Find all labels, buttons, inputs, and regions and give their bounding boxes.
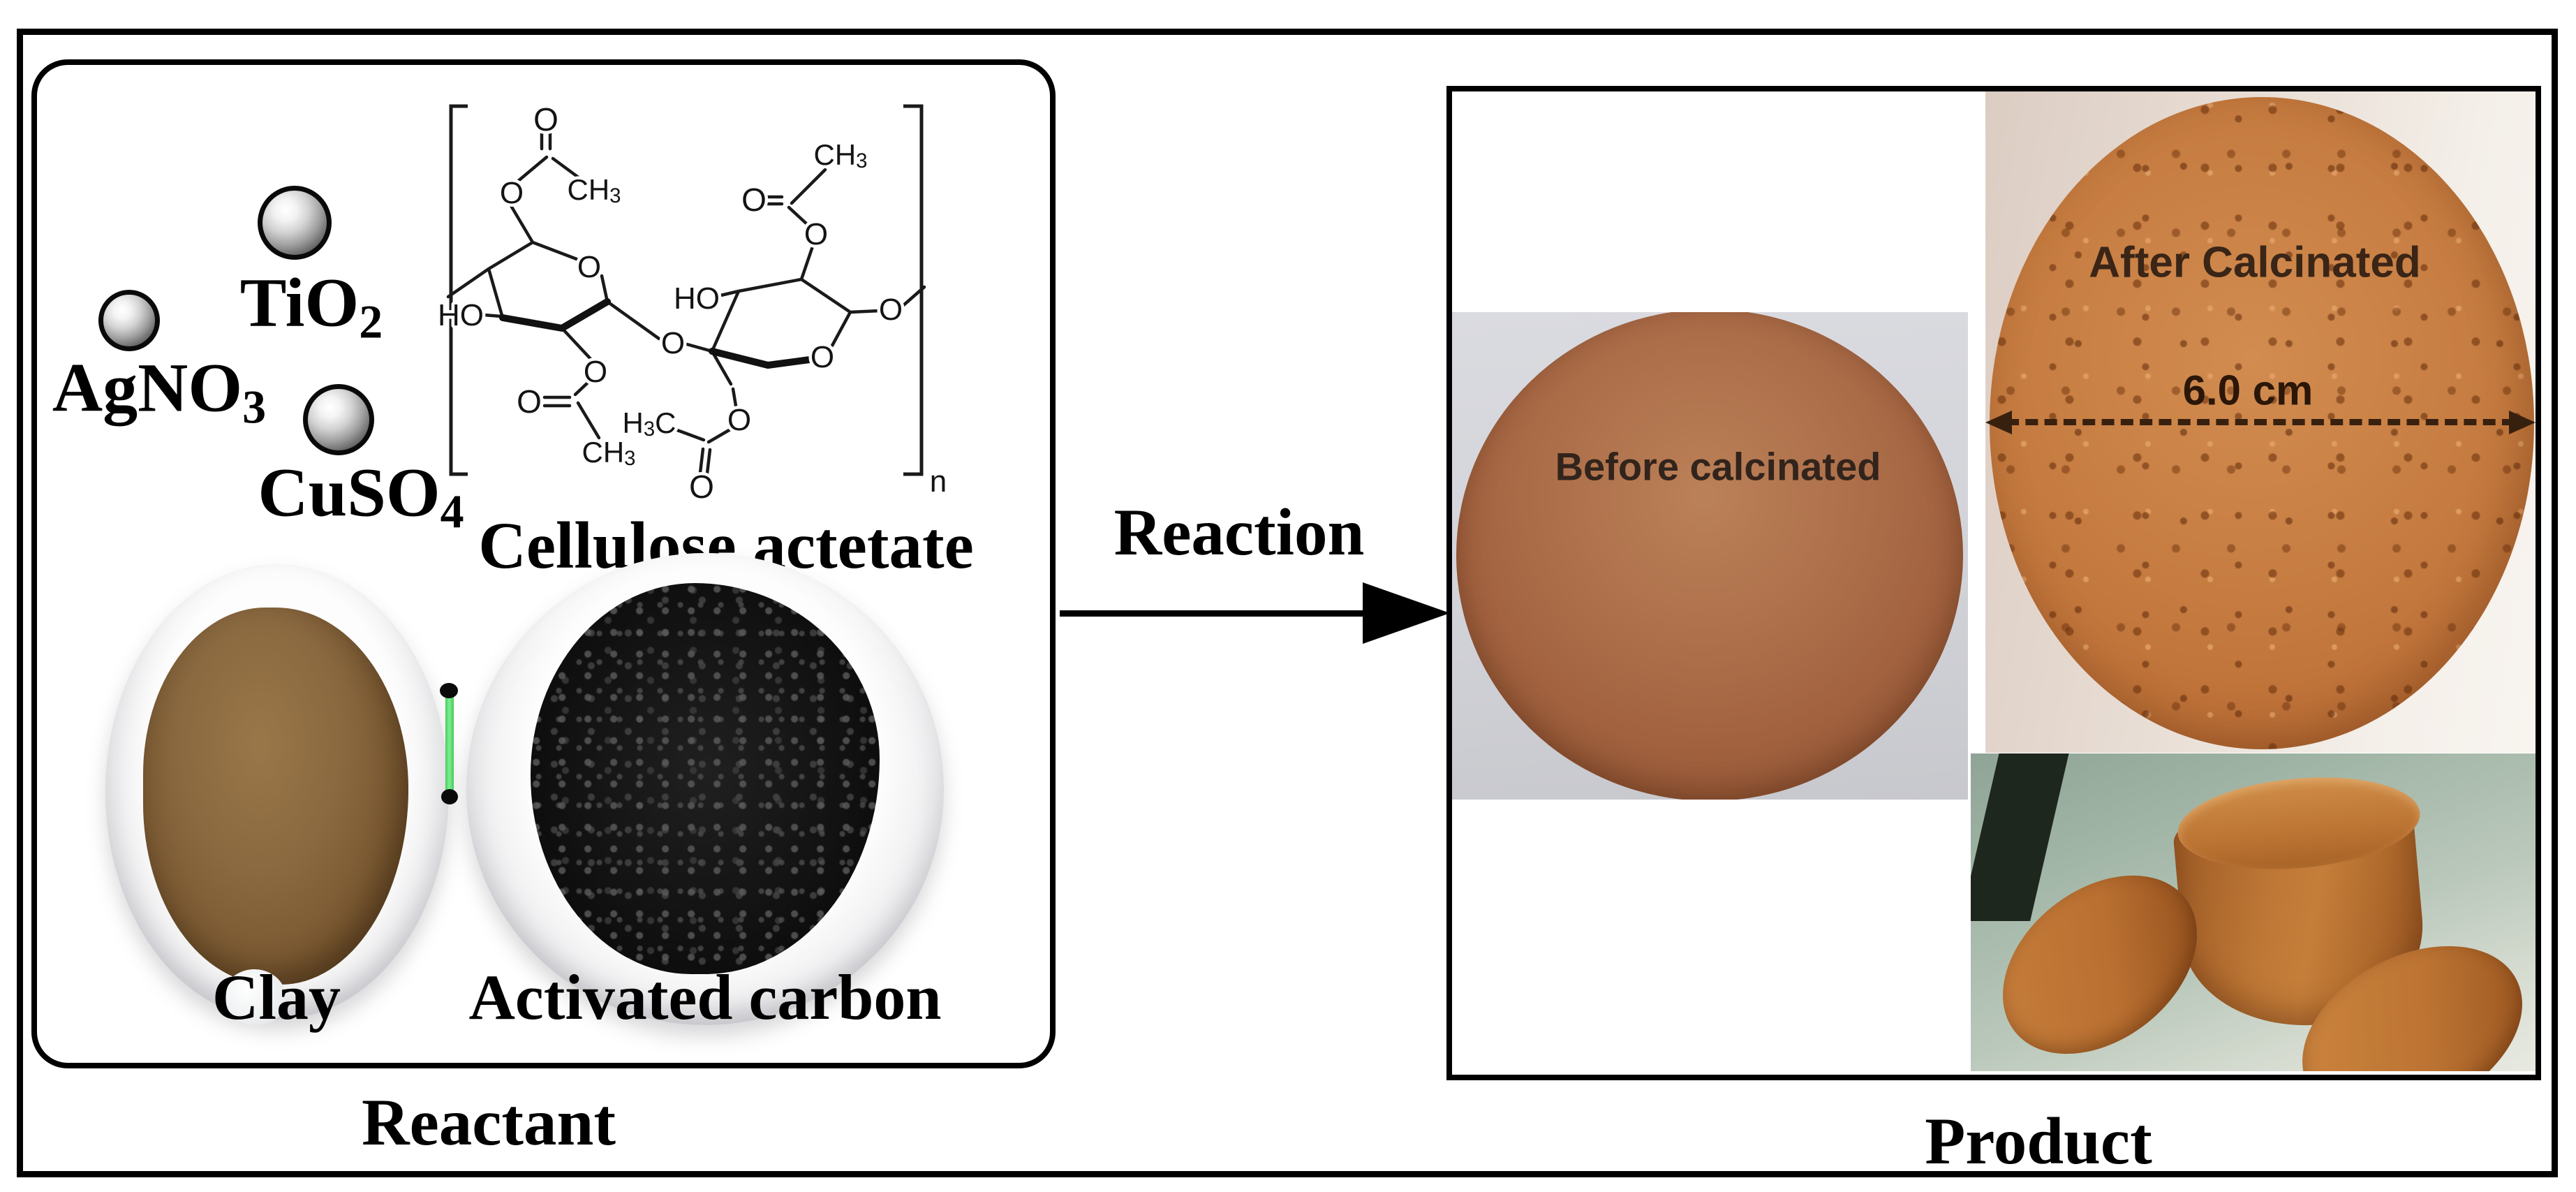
atom-label: O	[500, 176, 524, 210]
after-calcinated-photo: After Calcinated 6.0 cm	[1985, 91, 2536, 753]
connector-cap-top	[440, 683, 458, 698]
atom-label: O	[741, 182, 767, 218]
atom-label: O	[689, 469, 714, 505]
agno3-subscript: 3	[242, 380, 267, 434]
cuso4-formula: CuSO	[258, 453, 441, 531]
reaction-arrow-line	[1060, 610, 1370, 617]
measure-arrowhead-right-icon	[2509, 411, 2536, 434]
white-scoop	[222, 969, 286, 1025]
atom-label: HO	[674, 281, 720, 316]
tio2-formula: TiO	[239, 263, 360, 341]
measure-arrowhead-left-icon	[1985, 411, 2012, 434]
atom-label: O	[879, 293, 903, 327]
background-shadow-band	[1971, 753, 2071, 921]
clay-label: Clay	[212, 962, 341, 1033]
agno3-formula: AgNO	[52, 348, 243, 427]
atom-label: O	[804, 217, 828, 251]
atom-label: O	[577, 250, 601, 284]
before-calcinated-disc	[1456, 312, 1963, 800]
atom-label: CH3	[582, 436, 635, 470]
reactant-section-label: Reactant	[361, 1085, 616, 1159]
product-panel: Before calcinated After Calcinated 6.0 c…	[1446, 86, 2541, 1080]
tio2-sphere-icon	[258, 186, 332, 260]
reaction-label: Reaction	[1113, 495, 1365, 569]
after-calcinated-caption: After Calcinated	[2089, 238, 2421, 287]
atom-label: O	[661, 326, 685, 360]
before-calcinated-photo: Before calcinated	[1452, 312, 1968, 800]
atom-label: O	[533, 101, 558, 138]
product-section-label: Product	[1925, 1104, 2152, 1178]
tio2-label: TiO2	[240, 263, 383, 350]
atom-label: HO	[438, 298, 484, 332]
atom-label: H3C	[622, 406, 676, 441]
reaction-arrow-head-icon	[1363, 582, 1450, 644]
agno3-label: AgNO3	[52, 348, 266, 435]
connector-cap-bottom	[441, 789, 458, 804]
diameter-caption: 6.0 cm	[2182, 367, 2314, 414]
structure-bonds	[446, 131, 926, 476]
tio2-subscript: 2	[359, 295, 383, 348]
before-calcinated-caption: Before calcinated	[1555, 444, 1881, 489]
atom-label: O	[727, 403, 751, 437]
activated-carbon-label: Activated carbon	[468, 962, 942, 1033]
atom-label: CH3	[813, 138, 867, 172]
atom-label: n	[930, 464, 947, 499]
cuso4-subscript: 4	[440, 485, 464, 538]
activated-carbon-pile	[531, 583, 880, 974]
clay-powder	[143, 608, 408, 985]
left-bracket	[449, 104, 468, 476]
atom-label: O	[584, 355, 607, 389]
agno3-sphere-icon	[98, 290, 160, 351]
structure-bold-bonds	[499, 298, 813, 369]
outer-border-frame	[17, 29, 2558, 1177]
cuso4-sphere-icon	[303, 384, 374, 455]
atom-label: O	[810, 340, 834, 374]
clay-cylinders-photo	[1971, 753, 2536, 1071]
atom-label: CH3	[567, 173, 621, 207]
measure-dashed-line	[2006, 419, 2515, 425]
atom-label: O	[517, 383, 542, 420]
green-connector-line	[445, 691, 454, 796]
cuso4-label: CuSO4	[258, 452, 464, 540]
